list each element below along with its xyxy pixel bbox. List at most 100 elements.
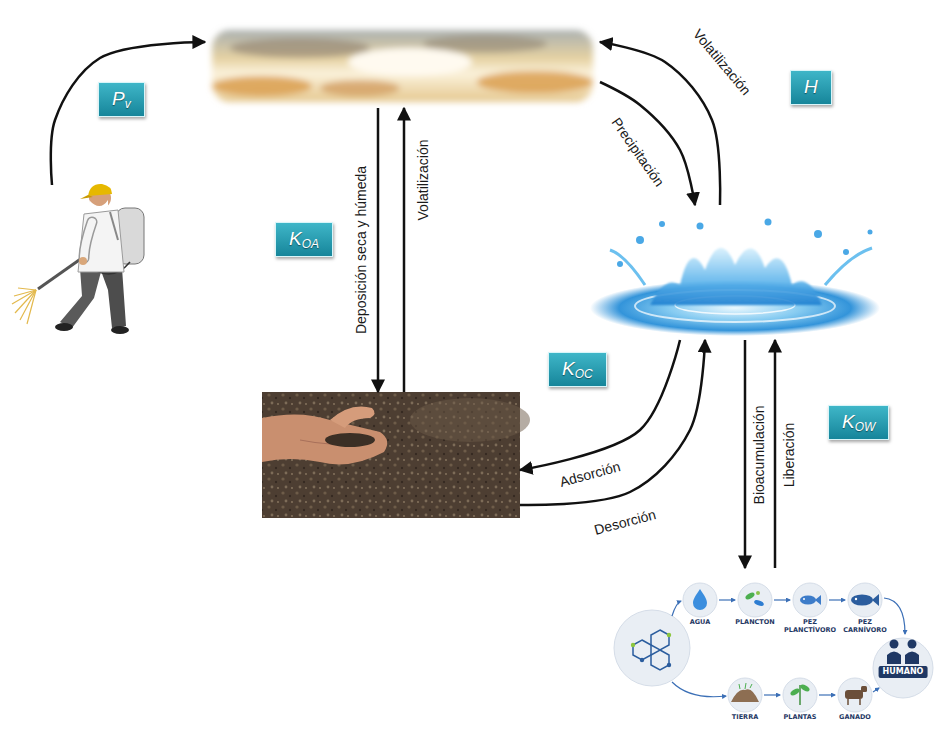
food-chain-picture <box>672 601 681 616</box>
sprayer-picture <box>60 268 102 328</box>
food-chain-picture <box>738 583 772 617</box>
food-chain-picture <box>614 610 690 686</box>
food-chain-picture <box>793 583 827 617</box>
water-picture <box>610 250 645 285</box>
food-chain-picture <box>753 599 764 607</box>
subscript: OW <box>855 420 876 434</box>
water-picture <box>825 248 872 285</box>
sprayer-picture <box>12 184 144 334</box>
param-box: H <box>790 70 832 105</box>
food-chain-picture <box>859 699 861 705</box>
arrow-label: Volatilización <box>688 24 756 101</box>
food-chain-picture <box>651 630 669 650</box>
food-chain-picture <box>890 640 899 649</box>
food-chain-picture <box>845 690 863 699</box>
food-chain-picture <box>631 643 635 647</box>
food-chain-picture <box>873 638 933 698</box>
soil-image <box>262 392 520 518</box>
flow-arrow <box>744 340 747 568</box>
sprayer-picture <box>84 222 92 258</box>
flow-arrow <box>377 108 380 392</box>
food-chain-picture <box>908 640 917 649</box>
chain-label: PEZ PLANCTÍVORO <box>781 619 839 634</box>
food-chain-picture <box>728 678 762 712</box>
sprayer-picture <box>38 258 82 289</box>
water-picture <box>765 219 772 226</box>
food-chain-picture <box>887 652 901 665</box>
sprayer-figure <box>15 185 155 335</box>
param-symbol: KOC <box>562 358 593 380</box>
food-chain-picture <box>884 598 905 634</box>
sprayer-picture <box>55 323 73 331</box>
chain-label: TIERRA <box>716 714 774 722</box>
water-picture <box>636 236 644 244</box>
soil-picture <box>330 407 375 429</box>
param-symbol: KOW <box>842 411 875 433</box>
cloud-picture <box>212 76 312 96</box>
subscript: v <box>125 97 131 111</box>
subscript: OA <box>302 237 319 251</box>
water-picture <box>650 248 822 305</box>
sprayer-picture <box>111 326 129 334</box>
food-chain-picture <box>667 633 671 637</box>
subscript: OC <box>575 367 593 381</box>
food-chain-picture <box>756 591 760 595</box>
param-symbol: H <box>804 76 818 98</box>
food-chain-picture <box>693 589 707 610</box>
food-chain-picture <box>672 598 905 697</box>
sprayer-picture <box>27 290 36 324</box>
food-chain-picture <box>633 640 651 660</box>
flow-arrow <box>403 108 406 392</box>
sprayer-picture <box>84 222 92 258</box>
cloud-picture <box>320 80 400 96</box>
water-picture <box>843 249 849 255</box>
food-chain-picture <box>848 583 882 617</box>
arrow-label: Desorción <box>590 505 661 538</box>
sprayer-picture <box>89 200 108 210</box>
food-chain-picture <box>873 688 879 692</box>
food-chain-picture <box>640 658 644 662</box>
water-picture <box>659 221 665 227</box>
cloud-picture <box>348 48 472 76</box>
cloud-picture <box>230 38 370 58</box>
food-chain-picture <box>829 599 845 600</box>
flow-arrow <box>600 82 695 205</box>
food-chain-picture <box>731 689 759 702</box>
sprayer-picture <box>80 195 93 199</box>
arrow-label: Precipitación <box>607 112 670 192</box>
food-chain-picture <box>744 591 755 600</box>
food-chain-picture <box>848 699 860 705</box>
water-picture <box>617 261 623 267</box>
water-image <box>590 205 885 340</box>
chain-label: PLANTAS <box>771 714 829 722</box>
flow-arrow <box>520 340 705 505</box>
water-picture <box>868 230 873 235</box>
food-chain-picture <box>905 652 919 665</box>
food-chain-picture <box>799 683 810 692</box>
food-chain-picture <box>614 583 933 712</box>
water-picture <box>650 248 822 305</box>
chain-label: AGUA <box>671 619 729 627</box>
param-box: KOA <box>275 222 333 257</box>
food-chain-picture <box>838 678 872 712</box>
food-chain-picture <box>683 583 717 617</box>
arrow-label: Adsorción <box>555 457 625 490</box>
water-picture <box>814 230 822 238</box>
soil-picture <box>262 392 530 518</box>
flow-arrow <box>51 42 205 185</box>
food-chain-picture <box>855 598 857 600</box>
food-chain-picture <box>651 650 669 670</box>
arrow-label: Liberación <box>781 420 797 491</box>
food-chain-picture <box>719 599 735 600</box>
cloud-picture <box>212 30 593 102</box>
cloud-picture <box>212 30 593 102</box>
arrow-label: Bioacumulación <box>751 403 767 508</box>
arrow-label: Volatilización <box>415 137 431 224</box>
cloud-picture <box>212 30 593 102</box>
food-chain-picture <box>614 583 933 712</box>
flow-arrow <box>600 42 720 205</box>
sprayer-picture <box>110 212 118 240</box>
chain-label: GANADO <box>826 714 884 722</box>
food-chain-picture <box>667 663 671 667</box>
